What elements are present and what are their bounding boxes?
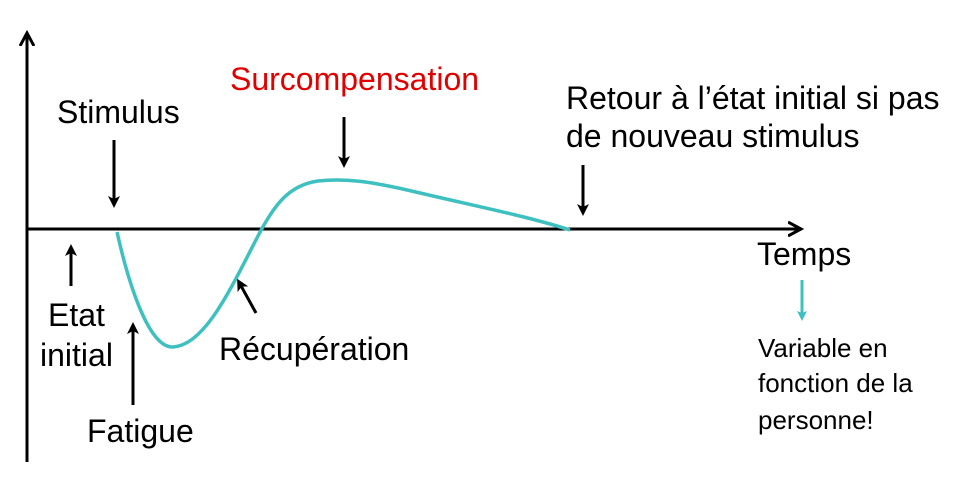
variable-label-line2: fonction de la bbox=[758, 368, 913, 398]
supercompensation-curve bbox=[115, 178, 571, 349]
temps-label: Temps bbox=[757, 236, 852, 272]
etat-initial-label-line2: initial bbox=[40, 337, 113, 373]
fatigue-label: Fatigue bbox=[87, 413, 194, 449]
surcompensation-label: Surcompensation bbox=[230, 61, 480, 97]
retour-label-line2: de nouveau stimulus bbox=[566, 118, 860, 154]
recuperation-arrow bbox=[237, 278, 258, 314]
variable-label-line1: Variable en bbox=[758, 333, 888, 363]
stimulus-label: Stimulus bbox=[57, 94, 180, 130]
variable-label-line3: personne! bbox=[758, 405, 874, 435]
recuperation-label: Récupération bbox=[219, 331, 410, 367]
retour-label-line1: Retour à l’état initial si pas bbox=[566, 80, 940, 116]
etat-initial-label-line1: Etat bbox=[48, 297, 105, 333]
